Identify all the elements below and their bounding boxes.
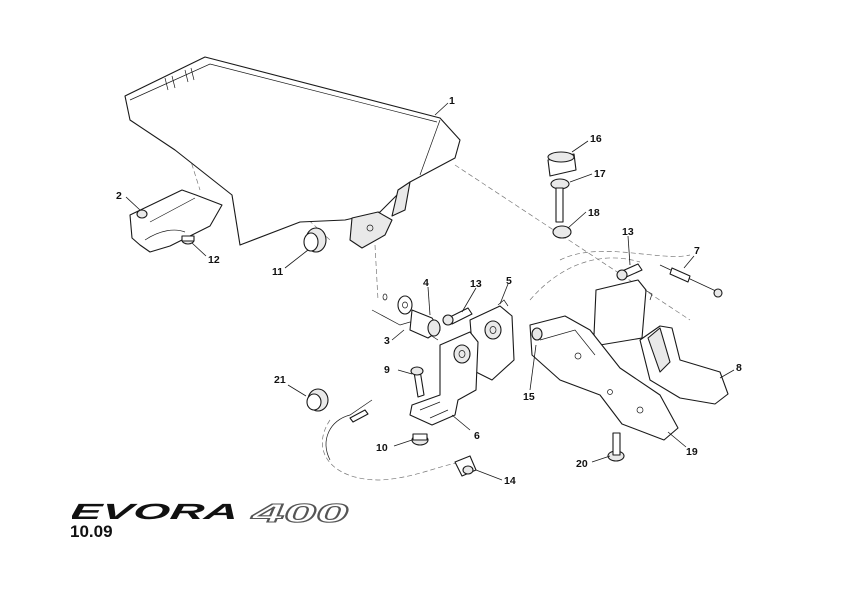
- part-8-handle: [593, 279, 729, 405]
- part-9-bolt: [410, 366, 425, 398]
- part-21-grommet: [306, 388, 329, 412]
- callout-13-right: 13: [622, 226, 634, 238]
- callout-10: 10: [376, 442, 388, 454]
- callout-20: 20: [576, 458, 588, 470]
- part-10-nut: [411, 433, 429, 446]
- part-13-bolt-right: [616, 263, 643, 281]
- callout-21: 21: [274, 374, 286, 386]
- callout-6: 6: [474, 430, 480, 442]
- callout-16: 16: [590, 133, 602, 145]
- part-16-cap: [547, 151, 577, 177]
- callout-8: 8: [736, 362, 742, 374]
- callout-14: 14: [504, 475, 516, 487]
- callout-2: 2: [116, 190, 122, 202]
- part-5-latch: [469, 299, 515, 381]
- callout-17: 17: [594, 168, 606, 180]
- part-2-clip: [129, 189, 223, 253]
- callout-1: 1: [449, 95, 455, 107]
- callout-11: 11: [272, 266, 283, 278]
- part-17-bolt: [550, 178, 570, 223]
- section-number: 10.09: [70, 522, 113, 541]
- part-18-nut: [552, 225, 572, 239]
- part-14-clip: [454, 455, 477, 477]
- callout-13-left: 13: [470, 278, 482, 290]
- part-4-spacer: [409, 309, 441, 339]
- leader-lines: [125, 102, 735, 481]
- callout-15: 15: [523, 391, 535, 403]
- callout-4: 4: [423, 277, 429, 289]
- logo-variant: 400: [250, 500, 349, 528]
- callout-7: 7: [694, 245, 700, 257]
- callout-labels: 1 2 3 4 5 6 7 8 9 10 11 12 13 13 14 15 1…: [116, 95, 742, 487]
- part-11-bumper: [303, 227, 327, 253]
- part-13-bolt-left: [442, 307, 473, 326]
- callout-18: 18: [588, 207, 600, 219]
- part-15-nut: [531, 327, 543, 341]
- callout-9: 9: [384, 364, 390, 376]
- callout-12: 12: [208, 254, 220, 266]
- part-12-nut: [181, 235, 195, 245]
- callout-19: 19: [686, 446, 698, 458]
- evora-400-logo: EVORA 400: [72, 500, 350, 529]
- part-7-cable-end: [659, 264, 723, 298]
- callout-3: 3: [384, 335, 390, 347]
- part-20-bolt: [607, 432, 625, 462]
- part-1-lid: [124, 56, 461, 249]
- release-cable: [325, 399, 373, 461]
- logo-model: EVORA: [72, 500, 240, 524]
- callout-5: 5: [506, 275, 512, 287]
- part-6-bracket: [409, 331, 479, 426]
